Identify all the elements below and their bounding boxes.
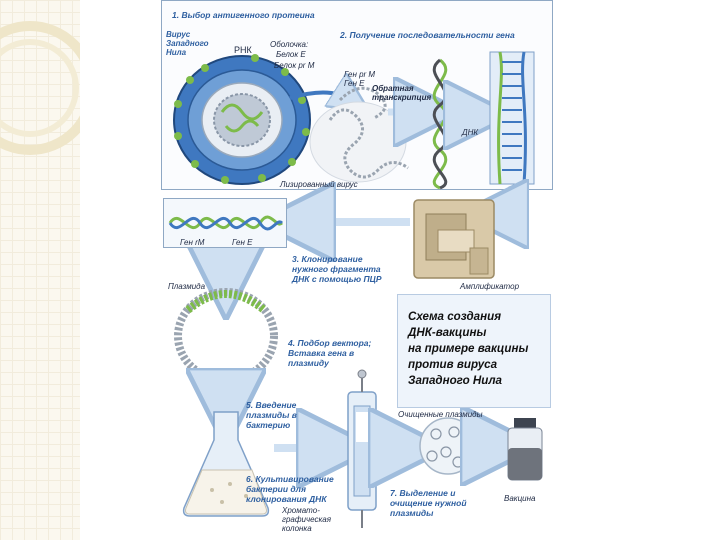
title-box: Схема создания ДНК-вакцины на примере ва… <box>397 294 551 408</box>
step-7-line-2: очищение нужной <box>390 498 467 508</box>
step-6-line-1: 6. Культивирование <box>246 474 334 484</box>
step-5-line-1: 5. Введение <box>246 400 297 410</box>
gene-e-label: Ген E <box>232 238 253 247</box>
dna-helix-icon <box>432 58 448 190</box>
virus-particle-icon <box>173 54 311 185</box>
column-label-line-1: Хромато- <box>282 506 320 515</box>
plasmid-ring-icon <box>174 288 278 384</box>
vaccine-label: Вакцина <box>504 494 536 503</box>
step-5-line-3: бактерию <box>246 420 291 430</box>
step-3-line-1: 3. Клонирование <box>292 254 363 264</box>
amplifier-label: Амплификатор <box>460 282 520 291</box>
step-4-line-3: плазмиду <box>288 358 329 368</box>
title-line-4: против вируса <box>408 358 498 371</box>
step-6: 6. Культивирование бактерии для клониров… <box>246 474 334 504</box>
gene-prm-label: Ген rM <box>180 238 205 247</box>
step-5-line-2: плазмиды в <box>246 410 297 420</box>
gene-e-top-label: Ген E <box>344 79 365 88</box>
vaccine-vial-icon <box>507 418 543 481</box>
gene-fragment-helix-icon <box>168 215 284 231</box>
chromatography-column-icon <box>347 369 377 528</box>
lysate-blob-icon <box>309 86 409 183</box>
purified-plasmids-label: Очищенные плазмиды <box>398 410 483 419</box>
step-4: 4. Подбор вектора; Вставка гена в плазми… <box>288 338 371 368</box>
reverse-transcription-line-2: транскрипция <box>372 93 432 102</box>
step-2: 2. Получение последовательности гена <box>340 30 515 40</box>
virus-label-line-3: Нила <box>166 48 187 57</box>
protein-prm-label: Белок pr M <box>274 61 315 70</box>
virus-label-line-2: Западного <box>166 39 209 48</box>
title-line-3: на примере вакцины <box>408 342 529 355</box>
step-7-line-3: плазмиды <box>390 508 434 518</box>
dna-label: ДНК <box>462 128 479 137</box>
culture-flask-icon <box>182 411 270 517</box>
gene-fragment-box <box>163 198 287 248</box>
virus-label: Вирус Западного Нила <box>166 30 209 57</box>
step-6-line-3: клонирования ДНК <box>246 494 327 504</box>
diagram-title: Схема создания ДНК-вакцины на примере ва… <box>408 309 548 389</box>
step-7: 7. Выделение и очищение нужной плазмиды <box>390 488 467 518</box>
decorative-circles-icon <box>0 21 80 155</box>
genes-top-label: Ген pr M Ген E <box>344 70 375 88</box>
gene-prm-top-label: Ген pr M <box>344 70 376 79</box>
protein-e-label: Белок E <box>276 50 306 59</box>
lysate-label: Лизированный вирус <box>280 180 358 189</box>
plasmid-label: Плазмида <box>168 282 206 291</box>
virus-label-line-1: Вирус <box>166 30 191 39</box>
reverse-transcription-label: Обратная транскрипция <box>372 84 431 102</box>
envelope-label: Оболочка: <box>270 40 309 49</box>
step-4-line-1: 4. Подбор вектора; <box>288 338 372 348</box>
step-5: 5. Введение плазмиды в бактерию <box>246 400 297 430</box>
purified-plasmids-icon <box>419 417 477 475</box>
reverse-transcription-line-1: Обратная <box>372 84 414 93</box>
title-line-1: Схема создания <box>408 310 502 323</box>
dna-sequence-column-icon <box>489 51 535 185</box>
step-4-line-2: Вставка гена в <box>288 348 355 358</box>
column-label-line-3: колонка <box>282 524 312 533</box>
title-line-5: Западного Нила <box>408 374 502 387</box>
step-3: 3. Клонирование нужного фрагмента ДНК с … <box>292 254 382 284</box>
amplifier-icon <box>413 199 495 279</box>
step-7-line-1: 7. Выделение и <box>390 488 456 498</box>
step-3-line-3: ДНК с помощью ПЦР <box>292 274 382 284</box>
decorative-grid <box>0 0 80 540</box>
step-3-line-2: нужного фрагмента <box>292 264 381 274</box>
column-label-line-2: графическая <box>282 515 331 524</box>
rna-label: РНК <box>234 45 252 55</box>
step-1: 1. Выбор антигенного протеина <box>172 10 315 20</box>
decorative-left-strip <box>0 0 80 540</box>
step-6-line-2: бактерии для <box>246 484 306 494</box>
title-line-2: ДНК-вакцины <box>408 326 487 339</box>
column-label: Хромато- графическая колонка <box>282 506 331 533</box>
